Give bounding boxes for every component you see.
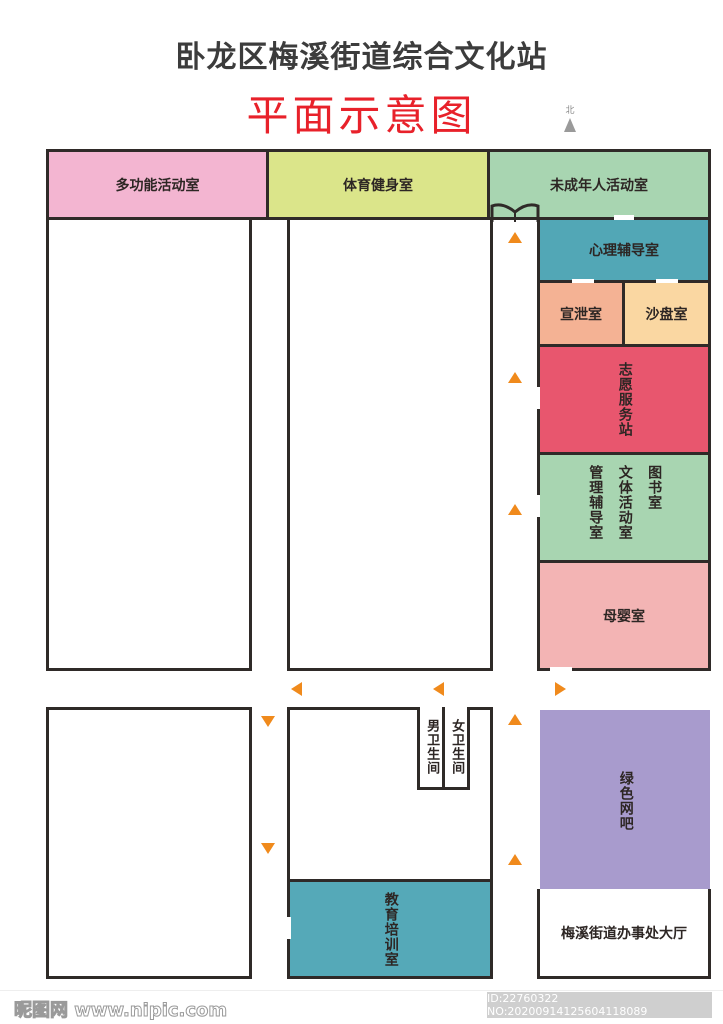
- room-mens-restroom[interactable]: 男卫生间: [417, 707, 445, 790]
- door-gap: [535, 495, 540, 517]
- room-label: 体育健身室: [343, 177, 413, 194]
- room-green-internet[interactable]: 绿色网吧: [540, 710, 710, 892]
- page-title: 卧龙区梅溪街道综合文化站: [175, 40, 548, 75]
- door-gap: [535, 387, 540, 409]
- entrance-door-icon: [490, 202, 540, 222]
- room-label: 未成年人活动室: [550, 177, 648, 194]
- room-womens-restroom[interactable]: 女卫生间: [442, 707, 470, 790]
- room-education-training[interactable]: 教育培训室: [287, 879, 493, 979]
- room-volunteer[interactable]: 志愿服务站: [537, 344, 711, 455]
- door-gap: [285, 917, 291, 939]
- room-left-upper: [46, 217, 252, 671]
- room-sandbox[interactable]: 沙盘室: [622, 280, 711, 347]
- direction-arrow-up-icon: [508, 854, 522, 865]
- room-label: 男卫生间: [424, 719, 440, 775]
- door-gap: [550, 667, 572, 672]
- room-multi-function[interactable]: 多功能活动室: [46, 149, 269, 220]
- room-venting[interactable]: 宣泄室: [537, 280, 625, 347]
- direction-arrow-up-icon: [508, 714, 522, 725]
- room-label: 宣泄室: [560, 306, 602, 323]
- room-label: 女卫生间: [449, 719, 465, 775]
- room-sports-fitness[interactable]: 体育健身室: [266, 149, 490, 220]
- room-minors-activity[interactable]: 未成年人活动室: [487, 149, 711, 220]
- page-subtitle: 平面示意图: [246, 91, 477, 140]
- door-gap: [656, 279, 678, 283]
- room-library-group[interactable]: 管理辅导室 文体活动室 图书室: [537, 452, 711, 563]
- direction-arrow-up-icon: [508, 372, 522, 383]
- room-label: 多功能活动室: [115, 177, 200, 194]
- direction-arrow-up-icon: [508, 504, 522, 515]
- direction-arrow-up-icon: [508, 232, 522, 243]
- direction-arrow-left-icon: [291, 682, 302, 696]
- room-label: 绿色网吧: [617, 771, 634, 831]
- direction-arrow-down-icon: [261, 843, 275, 854]
- room-mother-baby[interactable]: 母婴室: [537, 560, 711, 671]
- room-label: 母婴室: [603, 608, 645, 625]
- room-office-hall[interactable]: 梅溪街道办事处大厅: [537, 889, 711, 979]
- direction-arrow-down-icon: [261, 716, 275, 727]
- room-label: 教育培训室: [382, 891, 399, 967]
- door-gap: [572, 279, 594, 283]
- direction-arrow-left-icon: [433, 682, 444, 696]
- north-arrow-icon: [564, 118, 576, 132]
- watermark-site: 昵图网 www.nipic.com: [13, 1000, 228, 1022]
- north-indicator: 北: [558, 106, 582, 132]
- direction-arrow-right-icon: [555, 682, 566, 696]
- room-middle-upper: [287, 217, 493, 671]
- room-label: 志愿服务站: [616, 362, 633, 437]
- door-gap: [614, 215, 634, 220]
- room-label-management: 管理辅导室: [587, 465, 604, 540]
- room-label: 沙盘室: [645, 306, 688, 323]
- north-label: 北: [565, 106, 575, 116]
- room-label-library: 图书室: [646, 465, 663, 510]
- room-counseling[interactable]: 心理辅导室: [537, 217, 711, 283]
- room-label: 心理辅导室: [589, 243, 659, 259]
- room-label-culture-sports: 文体活动室: [616, 465, 633, 540]
- room-left-lower: [46, 707, 252, 979]
- corridor-wall-right: [490, 217, 493, 671]
- watermark-id: ID:22760322 NO:20200914125604118089: [487, 992, 712, 1018]
- room-label: 梅溪街道办事处大厅: [561, 925, 687, 942]
